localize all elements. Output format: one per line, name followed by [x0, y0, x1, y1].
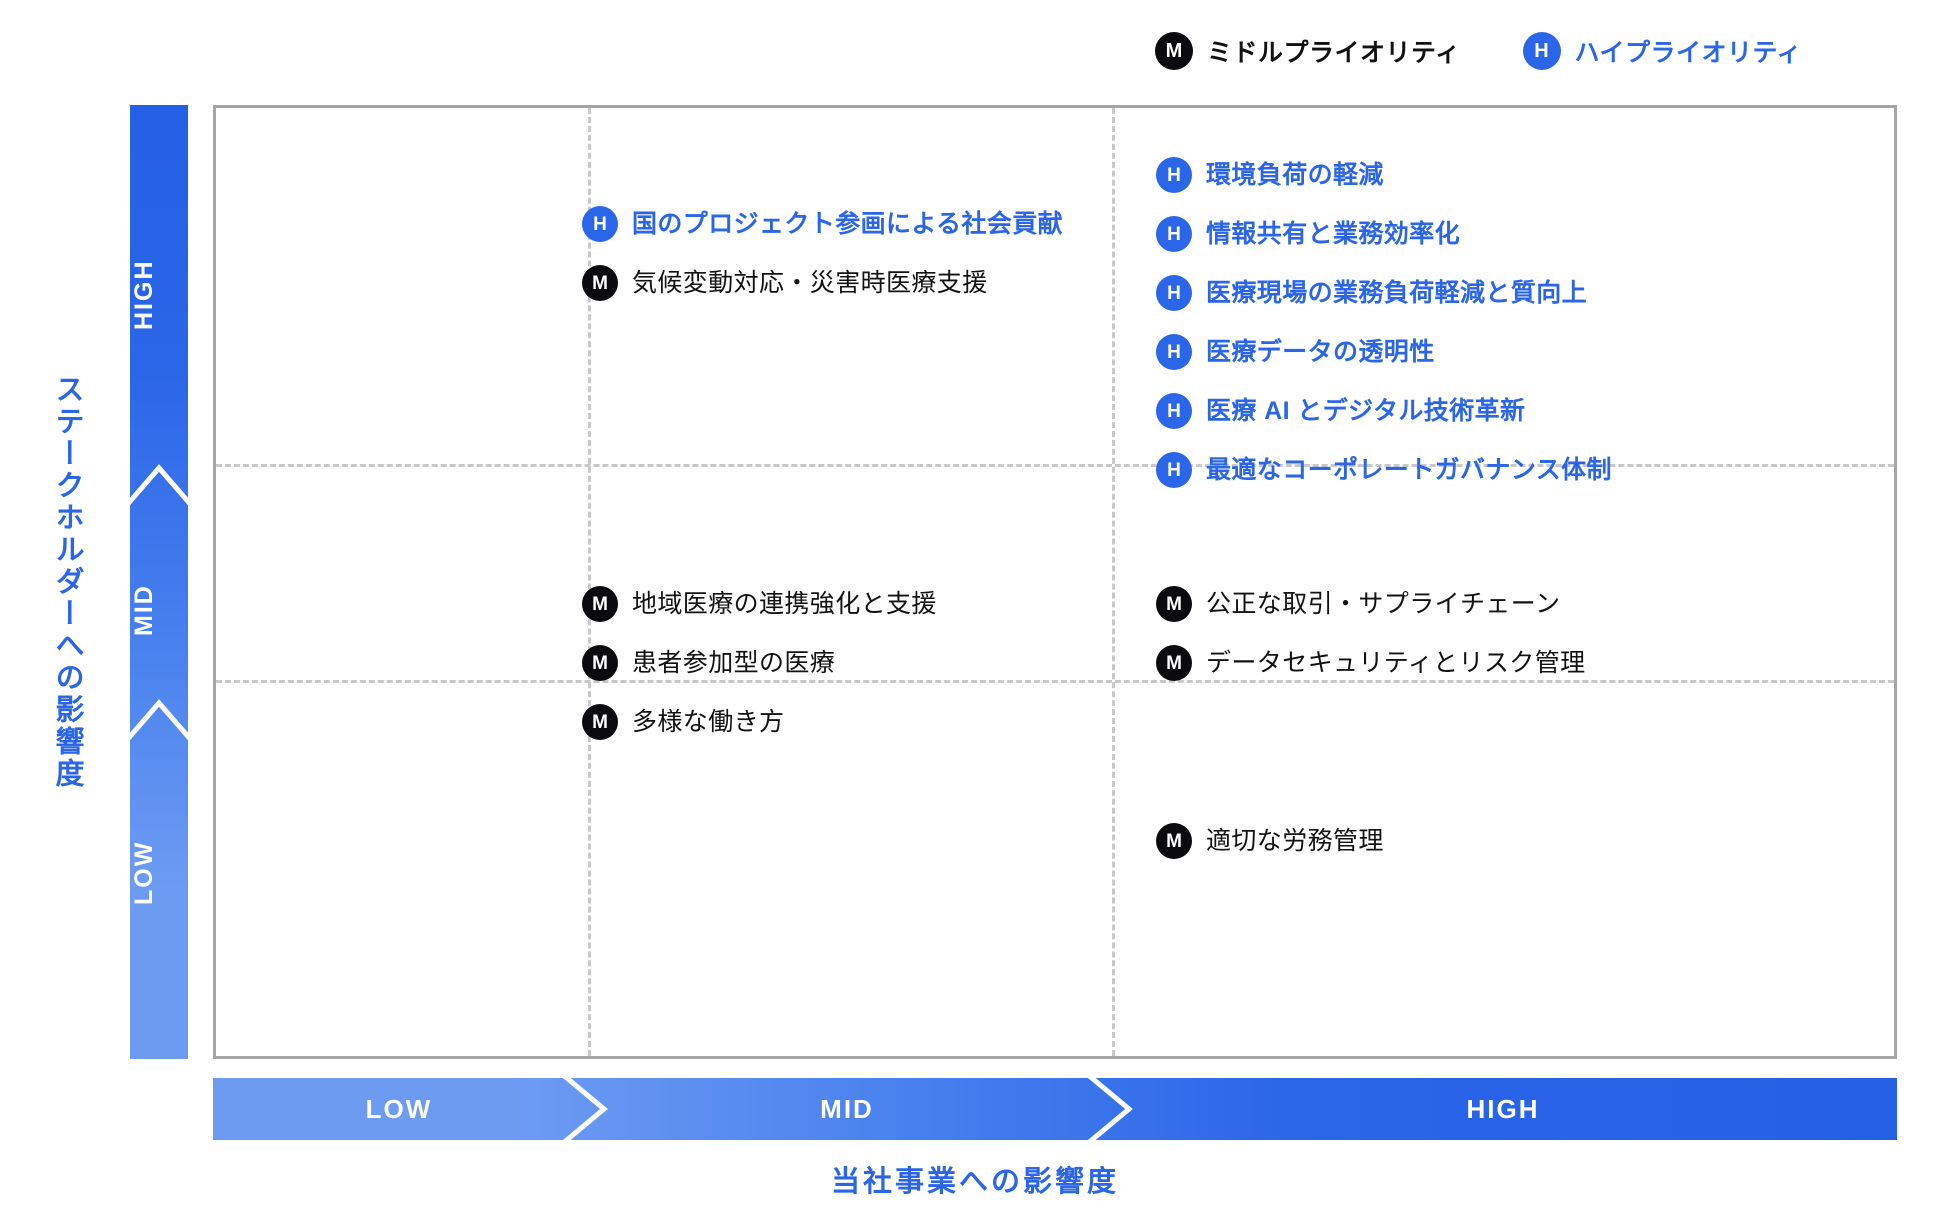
- matrix-item-label: 医療現場の業務負荷軽減と質向上: [1206, 278, 1588, 307]
- priority-badge-middle-icon: M: [1156, 586, 1192, 622]
- matrix-item[interactable]: H 医療現場の業務負荷軽減と質向上: [1156, 269, 1612, 317]
- matrix-item-label: 医療データの透明性: [1206, 337, 1435, 366]
- vertical-gridline-mid-high: [1112, 108, 1115, 1056]
- priority-badge-middle-icon: M: [582, 704, 618, 740]
- legend-badge-middle-icon: M: [1155, 32, 1193, 70]
- priority-badge-high-icon: H: [1156, 393, 1192, 429]
- matrix-item-label: 適切な労務管理: [1206, 826, 1384, 855]
- matrix-item[interactable]: M 多様な働き方: [582, 698, 937, 746]
- matrix-item[interactable]: H 環境負荷の軽減: [1156, 151, 1612, 199]
- priority-badge-high-icon: H: [1156, 452, 1192, 488]
- y-axis-label-low: LOW: [130, 840, 158, 905]
- y-axis-chevron-upper-icon: [130, 464, 188, 506]
- group-mid-mid: M 地域医療の連携強化と支援 M 患者参加型の医療 M 多様な働き方: [582, 580, 937, 757]
- legend-item-middle-priority: M ミドルプライオリティ: [1155, 32, 1461, 70]
- y-axis-label-mid: MID: [130, 584, 158, 636]
- vertical-gridline-low-mid: [588, 108, 591, 1056]
- matrix-item-label: 多様な働き方: [632, 707, 785, 736]
- horizontal-gridline-mid-low: [216, 680, 1894, 683]
- matrix-item[interactable]: H 情報共有と業務効率化: [1156, 210, 1612, 258]
- priority-badge-high-icon: H: [1156, 275, 1192, 311]
- priority-badge-high-icon: H: [582, 206, 618, 242]
- priority-badge-high-icon: H: [1156, 334, 1192, 370]
- priority-badge-middle-icon: M: [1156, 645, 1192, 681]
- priority-badge-middle-icon: M: [1156, 823, 1192, 859]
- priority-badge-middle-icon: M: [582, 265, 618, 301]
- matrix-item-label: データセキュリティとリスク管理: [1206, 648, 1586, 677]
- priority-badge-middle-icon: M: [582, 586, 618, 622]
- group-high-mid: M 公正な取引・サプライチェーン M データセキュリティとリスク管理: [1156, 580, 1586, 698]
- x-axis-scale-bar: LOW MID HIGH: [213, 1078, 1897, 1140]
- matrix-item-label: 患者参加型の医療: [632, 648, 836, 677]
- matrix-item[interactable]: H 国のプロジェクト参画による社会貢献: [582, 200, 1063, 248]
- x-axis-chevron-low-mid-icon: [562, 1078, 608, 1140]
- chart-legend: M ミドルプライオリティ H ハイプライオリティ: [1155, 30, 1802, 72]
- group-mid-high: H 国のプロジェクト参画による社会貢献 M 気候変動対応・災害時医療支援: [582, 200, 1063, 318]
- matrix-item-label: 気候変動対応・災害時医療支援: [632, 268, 988, 297]
- y-axis-chevron-lower-icon: [130, 699, 188, 741]
- matrix-item-label: 最適なコーポレートガバナンス体制: [1206, 455, 1612, 484]
- matrix-item[interactable]: M データセキュリティとリスク管理: [1156, 639, 1586, 687]
- y-axis-title: ステークホルダーへの影響度: [51, 374, 83, 790]
- priority-badge-middle-icon: M: [582, 645, 618, 681]
- priority-badge-high-icon: H: [1156, 216, 1192, 252]
- group-high-low: M 適切な労務管理: [1156, 817, 1384, 876]
- legend-label-high: ハイプライオリティ: [1574, 39, 1803, 67]
- horizontal-gridline-high-mid: [216, 464, 1894, 467]
- matrix-item[interactable]: H 医療 AI とデジタル技術革新: [1156, 387, 1612, 435]
- matrix-item[interactable]: M 地域医療の連携強化と支援: [582, 580, 937, 628]
- y-axis-label-high: HIGH: [130, 259, 158, 331]
- matrix-item[interactable]: M 気候変動対応・災害時医療支援: [582, 259, 1063, 307]
- matrix-item[interactable]: H 医療データの透明性: [1156, 328, 1612, 376]
- y-axis-scale-bar: HIGH MID LOW: [130, 105, 188, 1059]
- legend-badge-high-icon: H: [1522, 32, 1561, 70]
- group-high-high: H 環境負荷の軽減 H 情報共有と業務効率化 H 医療現場の業務負荷軽減と質向上 H 医療デー…: [1156, 151, 1612, 505]
- matrix-item[interactable]: M 公正な取引・サプライチェーン: [1156, 580, 1586, 628]
- priority-badge-high-icon: H: [1156, 157, 1192, 193]
- matrix-item[interactable]: H 最適なコーポレートガバナンス体制: [1156, 446, 1612, 494]
- x-axis-label-mid: MID: [820, 1093, 874, 1124]
- x-axis-label-high: HIGH: [1466, 1093, 1540, 1124]
- matrix-item-label: 情報共有と業務効率化: [1206, 219, 1461, 248]
- matrix-item-label: 公正な取引・サプライチェーン: [1206, 589, 1561, 618]
- matrix-item-label: 医療 AI とデジタル技術革新: [1206, 396, 1526, 425]
- x-axis-title: 当社事業への影響度: [830, 1166, 1119, 1198]
- x-axis-label-low: LOW: [365, 1093, 433, 1124]
- x-axis-chevron-mid-high-icon: [1087, 1078, 1133, 1140]
- matrix-item[interactable]: M 患者参加型の医療: [582, 639, 937, 687]
- matrix-item-label: 国のプロジェクト参画による社会貢献: [632, 209, 1064, 238]
- legend-label-middle: ミドルプライオリティ: [1207, 39, 1461, 67]
- legend-item-high-priority: H ハイプライオリティ: [1522, 32, 1803, 70]
- matrix-item[interactable]: M 適切な労務管理: [1156, 817, 1384, 865]
- matrix-item-label: 環境負荷の軽減: [1206, 160, 1384, 189]
- plot-area: H 国のプロジェクト参画による社会貢献 M 気候変動対応・災害時医療支援 H 環境負荷の…: [213, 105, 1897, 1059]
- matrix-item-label: 地域医療の連携強化と支援: [632, 589, 937, 618]
